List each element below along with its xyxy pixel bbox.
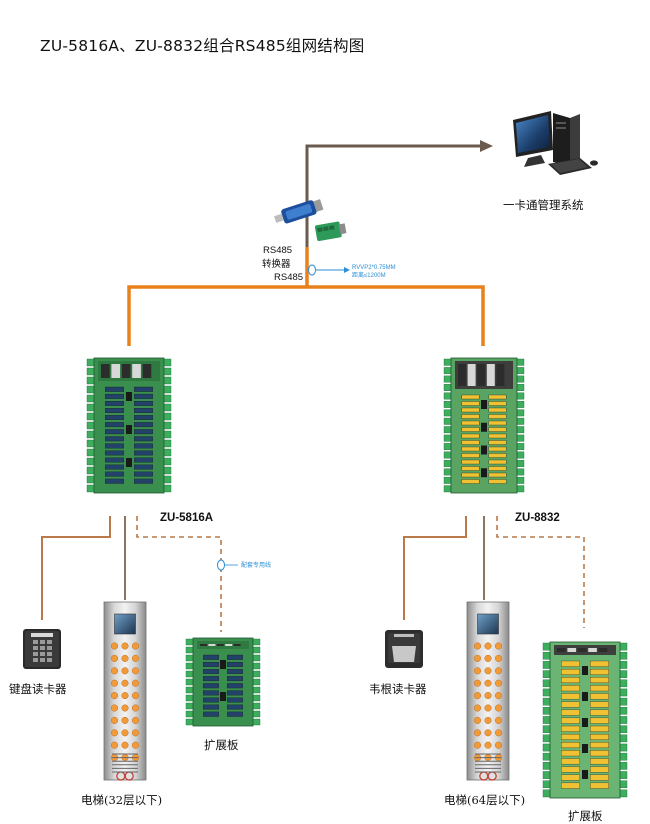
- wiegand-reader-label: 韦根读卡器: [369, 682, 427, 696]
- left-expansion-board: [185, 637, 261, 727]
- left-reader-cable: [41, 516, 111, 620]
- management-system-label: 一卡通管理系统: [503, 198, 584, 212]
- cable-annotation-marker: [308, 264, 350, 276]
- right-controller-model: ZU-8832: [515, 512, 560, 524]
- cable-spec-label: RVVP2*0.75MM: [352, 265, 396, 271]
- elevator-panel-64-floors: [466, 601, 510, 781]
- elevator-32-label: 电梯(32层以下): [81, 793, 163, 807]
- rs485-bus: [127, 247, 485, 346]
- left-expansion-label: 扩展板: [204, 738, 239, 752]
- cable-distance-label: 距离≤1200M: [352, 273, 386, 279]
- expansion-cable-label: 配套专用线: [241, 562, 272, 569]
- left-controller-model: ZU-5816A: [160, 512, 214, 524]
- keypad-reader-label: 键盘读卡器: [9, 682, 67, 696]
- right-expansion-cable: [496, 516, 585, 628]
- rs485-bus-label: RS485: [274, 272, 304, 283]
- keypad-reader-icon: [23, 629, 61, 669]
- left-expansion-cable: [136, 516, 238, 632]
- wiegand-reader-icon: [385, 630, 423, 668]
- desktop-computer-icon: [513, 111, 598, 175]
- zu-8832-controller-board: [443, 357, 525, 494]
- right-reader-cable: [403, 516, 467, 620]
- elevator-panel-32-floors: [103, 601, 147, 781]
- elevator-64-label: 电梯(64层以下): [444, 793, 526, 807]
- converter-label-line2: 转换器: [262, 259, 291, 270]
- right-expansion-board: [542, 641, 628, 799]
- converter-label-line1: RS485: [263, 245, 293, 256]
- usb-rs485-converter-icon: [274, 199, 347, 242]
- right-expansion-label: 扩展板: [568, 809, 603, 823]
- zu-5816a-controller-board: [86, 357, 172, 494]
- page-title: ZU-5816A、ZU-8832组合RS485组网结构图: [40, 37, 365, 55]
